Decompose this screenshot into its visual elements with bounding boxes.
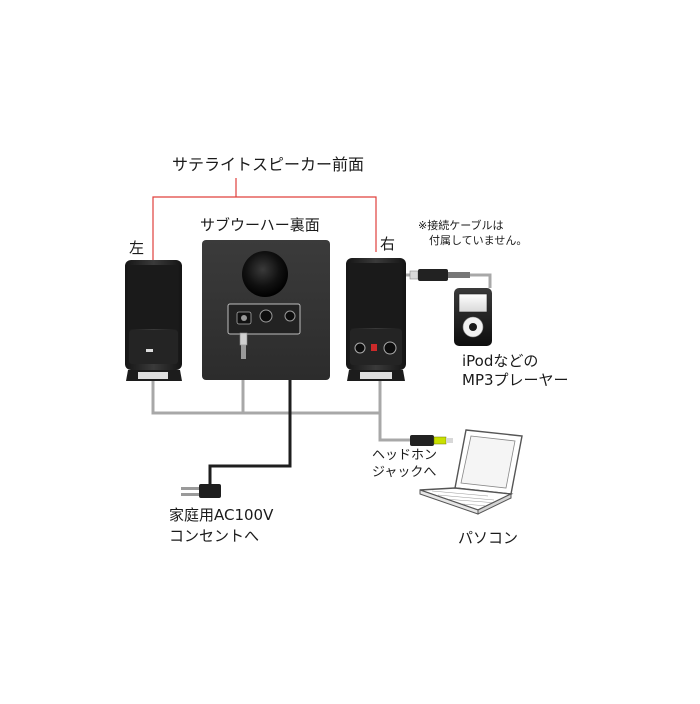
headphone-jack-icon [354,342,366,354]
left-satellite-speaker [125,260,182,381]
pc-label: パソコン [458,529,519,547]
ac-outlet-label: 家庭用AC100V コンセントへ [169,506,274,545]
headphone-plug [410,435,453,446]
ac-plug-icon [181,484,221,498]
volume-knob-icon [259,309,273,323]
satellite-front-label: サテライトスピーカー前面 [172,155,365,174]
power-cord [208,321,292,484]
callout-bracket [152,178,377,260]
right-satellite-speaker [346,258,406,381]
mp3-player [454,288,492,346]
laptop-pc [419,429,523,515]
aux-plug [409,269,470,281]
brand-logo-icon [146,349,153,352]
subwoofer-back-label: サブウーハー裏面 [200,216,320,234]
mp3-player-label: iPodなどの MP3プレーヤー [462,352,569,389]
left-label: 左 [129,239,145,257]
volume-knob-icon [383,341,397,355]
right-label: 右 [380,235,396,253]
subwoofer [202,240,330,380]
cable-note: ※接続ケーブルは 付属していません。 [418,219,528,247]
woofer-port-icon [242,251,288,297]
headphone-jack-label: ヘッドホン ジャックへ [372,448,438,480]
